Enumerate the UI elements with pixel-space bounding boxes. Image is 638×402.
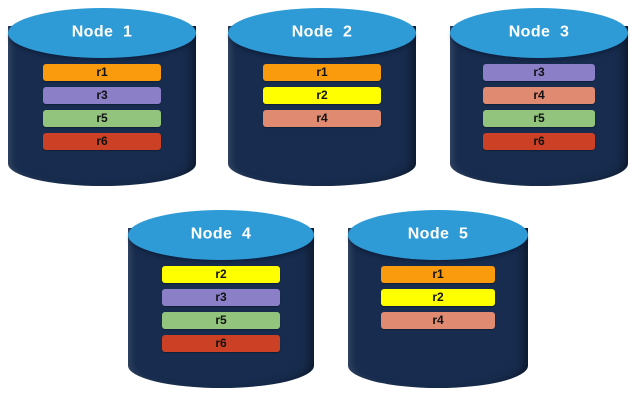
replica-bar[interactable]: r6 [43,133,161,150]
replica-bar[interactable]: r3 [43,87,161,104]
replica-bar[interactable]: r1 [381,266,495,283]
database-node[interactable]: Node 5 r1 r2 r4 [348,210,528,388]
replica-bar[interactable]: r6 [483,133,595,150]
node-label: Node 5 [407,225,469,243]
node-label: Node 1 [71,23,133,41]
database-node[interactable]: Node 1 r1 r3 r5 r6 [8,8,196,186]
replica-bar[interactable]: r2 [162,266,280,283]
database-node[interactable]: Node 2 r1 r2 r4 [228,8,416,186]
replica-bar[interactable]: r5 [483,110,595,127]
replica-bar[interactable]: r1 [43,64,161,81]
replica-bar[interactable]: r5 [162,312,280,329]
cylinder-top-ellipse: Node 3 [450,8,628,58]
node-label: Node 2 [291,23,353,41]
cylinder-top-ellipse: Node 4 [128,210,314,260]
cylinder-top-ellipse: Node 2 [228,8,416,58]
replica-bar[interactable]: r4 [381,312,495,329]
replica-bar[interactable]: r3 [483,64,595,81]
database-node[interactable]: Node 4 r2 r3 r5 r6 [128,210,314,388]
replica-bar[interactable]: r6 [162,335,280,352]
replica-list: r1 r2 r4 [348,266,528,335]
replica-list: r1 r2 r4 [228,64,416,133]
replica-bar[interactable]: r5 [43,110,161,127]
replica-list: r2 r3 r5 r6 [128,266,314,358]
node-label: Node 4 [190,225,252,243]
replica-bar[interactable]: r1 [263,64,381,81]
replica-bar[interactable]: r4 [483,87,595,104]
replica-bar[interactable]: r2 [263,87,381,104]
database-node[interactable]: Node 3 r3 r4 r5 r6 [450,8,628,186]
node-label: Node 3 [508,23,570,41]
replica-bar[interactable]: r2 [381,289,495,306]
cylinder-top-ellipse: Node 1 [8,8,196,58]
replica-bar[interactable]: r4 [263,110,381,127]
replica-list: r3 r4 r5 r6 [450,64,628,156]
cylinder-top-ellipse: Node 5 [348,210,528,260]
replica-bar[interactable]: r3 [162,289,280,306]
replica-list: r1 r3 r5 r6 [8,64,196,156]
